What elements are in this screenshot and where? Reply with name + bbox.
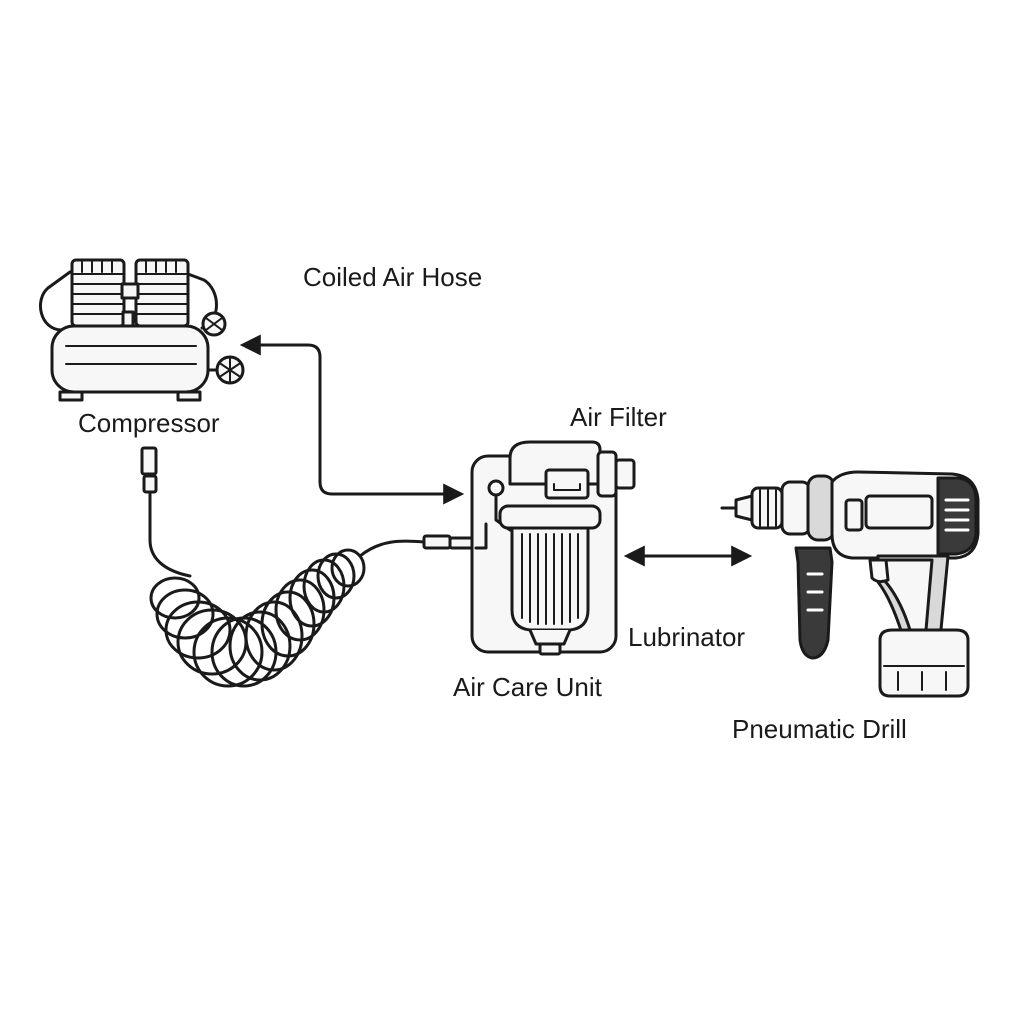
- filter-bowl: [498, 504, 602, 656]
- lubrinator-label: Lubrinator: [628, 622, 745, 652]
- pneumatic-drill-illustration: [720, 470, 980, 698]
- pressure-gauge-lower-icon: [206, 355, 245, 385]
- compressor-label: Compressor: [78, 408, 220, 438]
- regulator-head: [508, 440, 636, 500]
- air-care-unit-illustration: [470, 440, 636, 656]
- compressor-cylinder-left: [70, 258, 126, 328]
- flow-arrow-compressor-to-air-care: [239, 334, 465, 505]
- air-filter-label: Air Filter: [570, 402, 667, 432]
- compressor-cylinder-right: [134, 258, 190, 328]
- compressor-tank: [50, 324, 210, 402]
- coiled-air-hose-label: Coiled Air Hose: [303, 262, 482, 292]
- coiled-air-hose-illustration: [140, 446, 478, 688]
- pneumatic-drill-label: Pneumatic Drill: [732, 714, 907, 744]
- pressure-gauge-upper-icon: [201, 311, 227, 337]
- compressor-illustration: [39, 258, 245, 402]
- air-care-unit-label: Air Care Unit: [453, 672, 603, 702]
